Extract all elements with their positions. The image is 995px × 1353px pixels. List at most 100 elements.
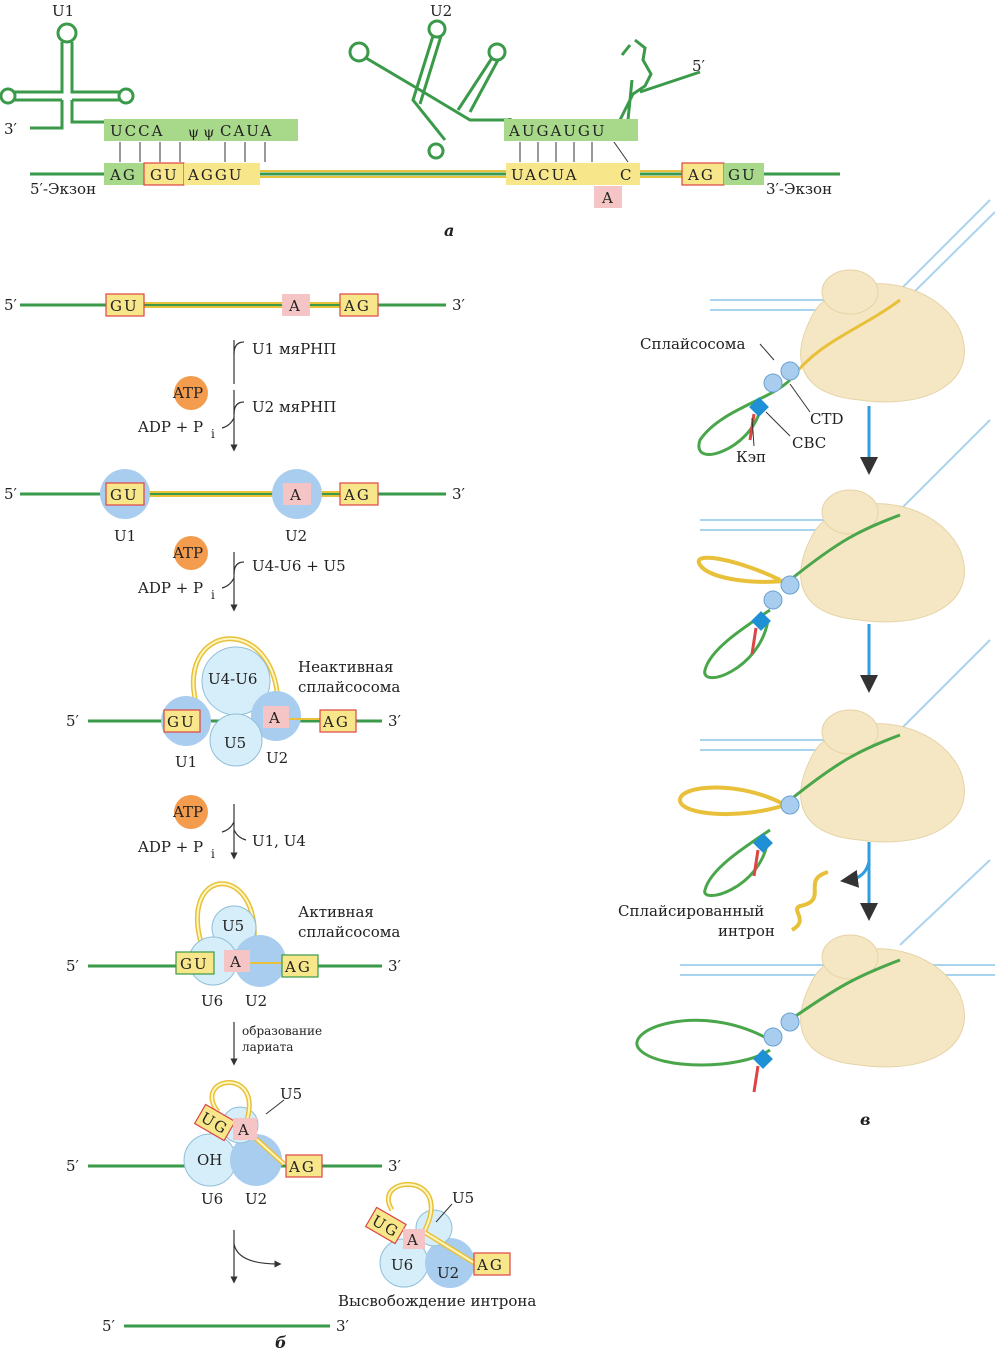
oh-label: OH	[197, 1151, 222, 1169]
svg-text:U4-U6: U4-U6	[208, 670, 257, 688]
branch-a: A	[601, 189, 615, 207]
panel-a-letter: а	[444, 221, 454, 240]
svg-text:3′: 3′	[388, 957, 402, 975]
svg-text:AG: AG	[284, 958, 312, 976]
svg-text:i: i	[211, 588, 215, 602]
polymerase-frame-1	[697, 199, 995, 456]
svg-text:AG: AG	[343, 486, 371, 504]
svg-text:U2: U2	[437, 1264, 459, 1282]
atp-icon	[174, 795, 208, 829]
atp-icon	[174, 376, 208, 410]
u5-particle	[209, 713, 263, 767]
mrna-c: C	[620, 166, 633, 184]
u1-label: U1	[52, 2, 74, 20]
b2-5prime: 5′	[4, 485, 18, 503]
svg-text:A: A	[237, 1121, 251, 1139]
u1-seq: UCCA	[110, 122, 164, 140]
u1-seq2: CAUA	[220, 122, 273, 140]
panel-c: Сплайсосома CTD CBC Кэп	[618, 199, 995, 1129]
svg-text:GU: GU	[110, 486, 139, 504]
u2-caption: U2	[285, 527, 307, 545]
svg-text:U5: U5	[452, 1189, 474, 1207]
intron-release-arrow	[840, 861, 871, 888]
polymerase-frame-2	[696, 419, 991, 680]
spliced-intron-label: Сплайсированный	[618, 902, 764, 920]
svg-text:3′: 3′	[388, 712, 402, 730]
svg-text:U5: U5	[280, 1085, 302, 1103]
svg-text:A: A	[406, 1231, 420, 1249]
svg-text:U6: U6	[391, 1256, 413, 1274]
polymerase-frame-3	[677, 639, 991, 898]
svg-text:U1: U1	[175, 753, 197, 771]
svg-text:A: A	[268, 709, 282, 727]
panel-a: U1 3′ U2 5′ UCCA CAUA ψ ψ AUGAUGU	[0, 2, 840, 240]
mrna-ag-3ss: AG	[687, 166, 715, 184]
step2-label: U4-U6 + U5	[252, 557, 346, 575]
cap-label: Кэп	[736, 448, 766, 466]
svg-text:GU: GU	[180, 955, 209, 973]
svg-text:U2: U2	[266, 749, 288, 767]
svg-text:U6: U6	[201, 1190, 223, 1208]
svg-text:3′: 3′	[336, 1317, 350, 1335]
svg-text:ADP + P: ADP + P	[137, 838, 203, 856]
svg-text:3′: 3′	[452, 485, 466, 503]
svg-text:AG: AG	[322, 713, 350, 731]
svg-text:ATP: ATP	[172, 803, 203, 821]
svg-text:U5: U5	[222, 917, 244, 935]
mrna-branch-seq: UACUA	[511, 166, 579, 184]
atp1: ATP	[172, 384, 203, 402]
svg-text:U6: U6	[201, 992, 223, 1010]
svg-text:5′: 5′	[66, 1157, 80, 1175]
mrna-gu-3: GU	[728, 166, 757, 184]
panel-b: 5′ GU A AG 3′ U1 мяРНП ATP U2 мяРНП ADP …	[4, 293, 536, 1352]
u2-seq: AUGAUGU	[508, 122, 607, 140]
active-label: Активная	[298, 903, 374, 921]
panel-b-letter: б	[275, 1333, 287, 1352]
spliceosome-label: Сплайсосома	[640, 335, 745, 353]
b1-5prime: 5′	[4, 296, 18, 314]
u1-caption: U1	[114, 527, 136, 545]
inactive-label: Неактивная	[298, 658, 393, 676]
svg-text:лариата: лариата	[242, 1040, 293, 1054]
base-pair-lines	[119, 141, 629, 163]
cbc-label: CBC	[792, 434, 826, 452]
panel-c-letter: в	[860, 1110, 871, 1129]
svg-text:5′: 5′	[66, 957, 80, 975]
mrna-gu-5ss: GU	[150, 166, 179, 184]
pseudouridine-icon: ψ ψ	[188, 125, 214, 141]
lariat-label: образование	[242, 1024, 322, 1038]
svg-text:AG: AG	[288, 1158, 316, 1176]
spliced-intron-icon	[790, 870, 829, 932]
prime3-label: 3′	[4, 120, 18, 138]
b1-gu: GU	[110, 297, 139, 315]
svg-text:5′: 5′	[102, 1317, 116, 1335]
atp-icon	[174, 536, 208, 570]
exon3-label: 3′-Экзон	[766, 180, 832, 198]
mrna-ag-left: AG	[109, 166, 137, 184]
exon5-label: 5′-Экзон	[30, 180, 96, 198]
step3-label: U1, U4	[252, 832, 306, 850]
svg-text:AG: AG	[476, 1256, 504, 1274]
b1-3prime: 3′	[452, 296, 466, 314]
prime5-top-label: 5′	[692, 57, 706, 75]
svg-text:интрон: интрон	[718, 922, 775, 940]
u1-seq-box	[104, 119, 298, 141]
ctd-label: CTD	[810, 410, 844, 428]
svg-text:U5: U5	[224, 734, 246, 752]
svg-text:ADP + P: ADP + P	[137, 579, 203, 597]
svg-text:i: i	[211, 427, 215, 441]
svg-text:3′: 3′	[388, 1157, 402, 1175]
b1-ag: AG	[343, 297, 371, 315]
adp1: ADP + P	[137, 418, 203, 436]
u2-seq-box	[504, 119, 638, 141]
polymerase-frame-4	[635, 859, 995, 1093]
svg-text:A: A	[229, 953, 243, 971]
b1-a: A	[288, 297, 302, 315]
step1-u2: U2 мяРНП	[252, 398, 336, 416]
svg-text:сплайсосома: сплайсосома	[298, 923, 400, 941]
svg-text:сплайсосома: сплайсосома	[298, 678, 400, 696]
release-label: Высвобождение интрона	[338, 1292, 536, 1310]
svg-text:U2: U2	[245, 992, 267, 1010]
svg-text:ATP: ATP	[172, 544, 203, 562]
